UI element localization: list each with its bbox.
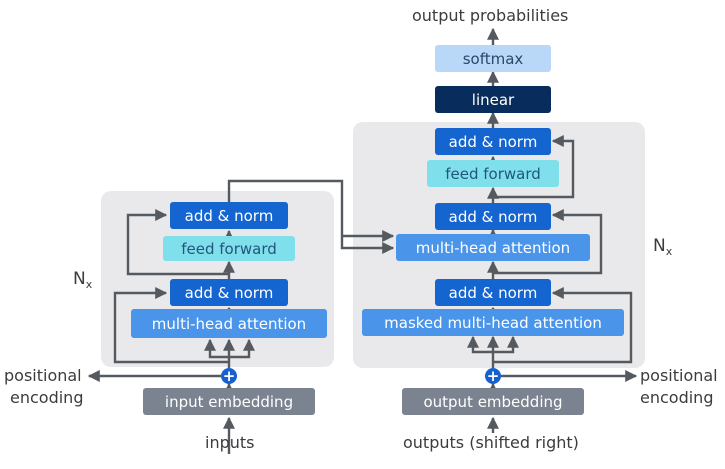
decoder-add-norm-mid: add & norm — [435, 203, 551, 230]
encoder-feed-forward-block: feed forward — [163, 236, 295, 261]
encoder-repeat-label: Nx — [73, 269, 93, 291]
encoder-add-norm-top: add & norm — [170, 202, 288, 229]
decoder-add-norm-top: add & norm — [435, 128, 551, 155]
arrow-encoder-to-decoder — [227, 179, 395, 254]
arrow-enc-residual-1 — [113, 287, 229, 364]
inputs-label: inputs — [205, 433, 255, 452]
decoder-cross-attention-block: multi-head attention — [396, 234, 590, 261]
encoder-plus-icon: + — [221, 367, 237, 385]
input-embedding-block: input embedding — [143, 388, 315, 415]
output-probabilities-label: output probabilities — [412, 6, 569, 25]
arrow-enc-to-attention-left — [204, 338, 229, 359]
decoder-masked-attention-block: masked multi-head attention — [362, 309, 624, 336]
arrow-dec-residual-3 — [493, 135, 575, 199]
decoder-repeat-label: Nx — [653, 236, 673, 258]
encoder-repeat-symbol: N — [73, 269, 86, 289]
encoder-repeat-subscript: x — [85, 278, 93, 291]
arrow-enc-residual-2 — [126, 209, 229, 276]
decoder-add-norm-bottom: add & norm — [435, 279, 551, 306]
positional-encoding-right-line2: encoding — [640, 388, 714, 407]
softmax-block: softmax — [435, 45, 551, 72]
decoder-feed-forward-block: feed forward — [427, 160, 559, 187]
linear-block: linear — [435, 86, 551, 113]
arrow-dec-residual-1 — [493, 287, 633, 364]
positional-encoding-right-line1: positional — [640, 366, 718, 385]
encoder-add-norm-bottom: add & norm — [170, 279, 288, 306]
arrow-dec-residual-2 — [493, 209, 603, 275]
arrow-enc-to-attention-right — [229, 338, 255, 359]
arrow-dec-to-masked-left — [467, 335, 493, 354]
outputs-shifted-label: outputs (shifted right) — [403, 433, 579, 452]
positional-encoding-left-line2: encoding — [10, 388, 84, 407]
encoder-attention-block: multi-head attention — [131, 309, 327, 338]
positional-encoding-left-line1: positional — [4, 366, 82, 385]
decoder-repeat-symbol: N — [653, 236, 666, 256]
arrow-dec-to-masked-right — [493, 335, 519, 354]
output-embedding-block: output embedding — [402, 388, 584, 415]
decoder-plus-icon: + — [485, 367, 501, 385]
decoder-repeat-subscript: x — [665, 245, 673, 258]
